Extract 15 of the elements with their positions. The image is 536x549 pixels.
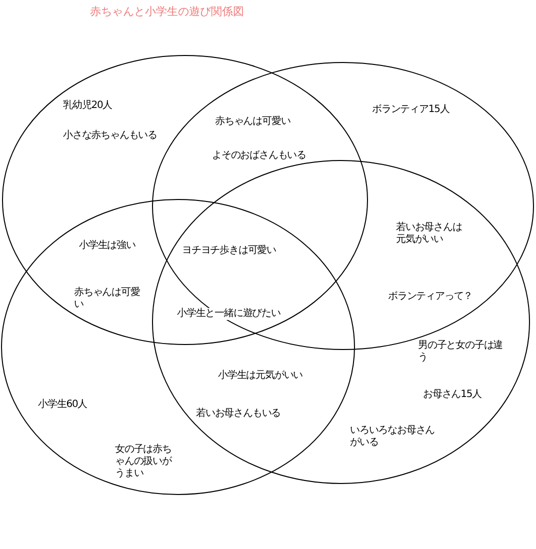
overlap-text: よそのおばさんもいる bbox=[212, 150, 306, 162]
overlap-text: ヨチヨチ歩きは可愛い bbox=[182, 245, 276, 257]
set-label: 小学生60人 bbox=[38, 399, 88, 411]
region-text: 女の子は赤ちゃんの扱いがうまい bbox=[115, 444, 173, 480]
region-text: お母さん15人 bbox=[423, 389, 482, 401]
region-text: 小さな赤ちゃんもいる bbox=[63, 130, 158, 142]
overlap-text: 赤ちゃんは可愛い bbox=[215, 116, 290, 128]
set-label: 乳幼児20人 bbox=[63, 100, 112, 112]
overlap-text: 小学生と一緒に遊びたい bbox=[177, 308, 280, 320]
overlap-text: 小学生は元気がいい bbox=[218, 370, 303, 382]
overlap-text: 若いお母さんもいる bbox=[196, 408, 281, 420]
overlap-text: 小学生は強い bbox=[79, 240, 136, 252]
diagram-title: 赤ちゃんと小学生の遊び関係図 bbox=[90, 4, 244, 19]
set-label: ボランティア15人 bbox=[372, 104, 450, 116]
overlap-text: ボランティアって？ bbox=[388, 291, 473, 303]
